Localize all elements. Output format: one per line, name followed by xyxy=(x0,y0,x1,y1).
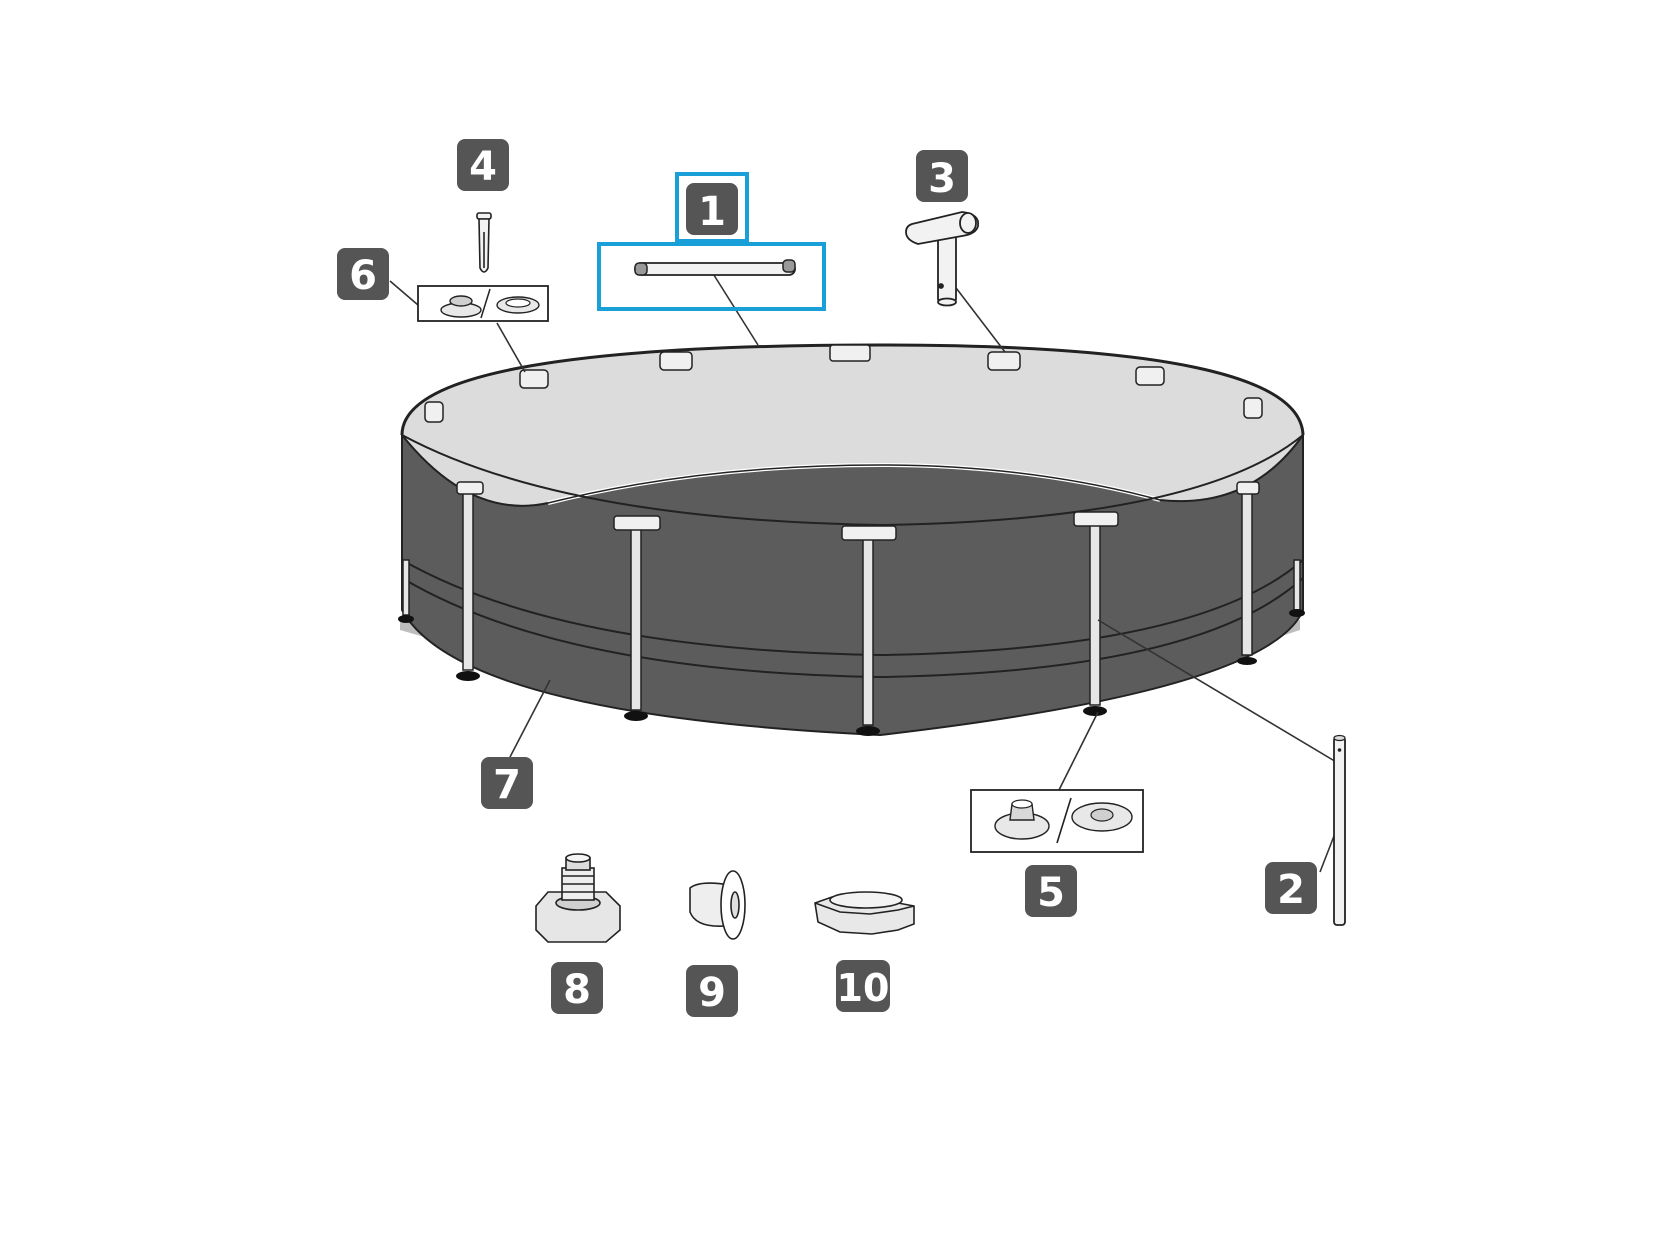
drain-valve-adapter-icon xyxy=(535,853,621,943)
leader-lines xyxy=(389,271,1342,873)
drain-cap-icon xyxy=(814,891,915,935)
badge-3-label: 3 xyxy=(928,156,956,202)
badge-9: 9 xyxy=(686,965,738,1017)
part-1-highlight-box xyxy=(597,242,826,311)
badge-7-label: 7 xyxy=(493,762,521,808)
joint-cap-icon xyxy=(417,285,549,322)
back-rim-joints xyxy=(424,344,1263,423)
badge-3: 3 xyxy=(916,150,968,202)
badge-8-label: 8 xyxy=(563,967,591,1013)
badge-2-label: 2 xyxy=(1277,867,1305,913)
badge-6: 6 xyxy=(337,248,389,300)
t-joint-icon xyxy=(905,211,980,307)
badge-1-label: 1 xyxy=(698,189,726,235)
badge-9-label: 9 xyxy=(698,970,726,1016)
part-1-group[interactable] xyxy=(597,242,826,311)
badge-8: 8 xyxy=(551,962,603,1014)
vertical-leg-icon xyxy=(1333,734,1346,926)
badge-4: 4 xyxy=(457,139,509,191)
badge-7: 7 xyxy=(481,757,533,809)
horizontal-beam-icon xyxy=(634,259,796,276)
badge-5-label: 5 xyxy=(1037,870,1065,916)
strainer-plug-icon xyxy=(689,870,746,940)
badge-10: 10 xyxy=(836,960,890,1012)
badge-1: 1 xyxy=(675,172,749,243)
badge-4-label: 4 xyxy=(469,144,497,190)
pin-icon xyxy=(476,212,492,273)
badge-2: 2 xyxy=(1265,862,1317,914)
pool-leg-feet xyxy=(398,609,1305,736)
front-t-joints xyxy=(456,481,1260,541)
badge-10-label: 10 xyxy=(837,966,890,1010)
badge-6-label: 6 xyxy=(349,253,377,299)
leg-cap-icon xyxy=(970,789,1144,853)
badge-5: 5 xyxy=(1025,865,1077,917)
